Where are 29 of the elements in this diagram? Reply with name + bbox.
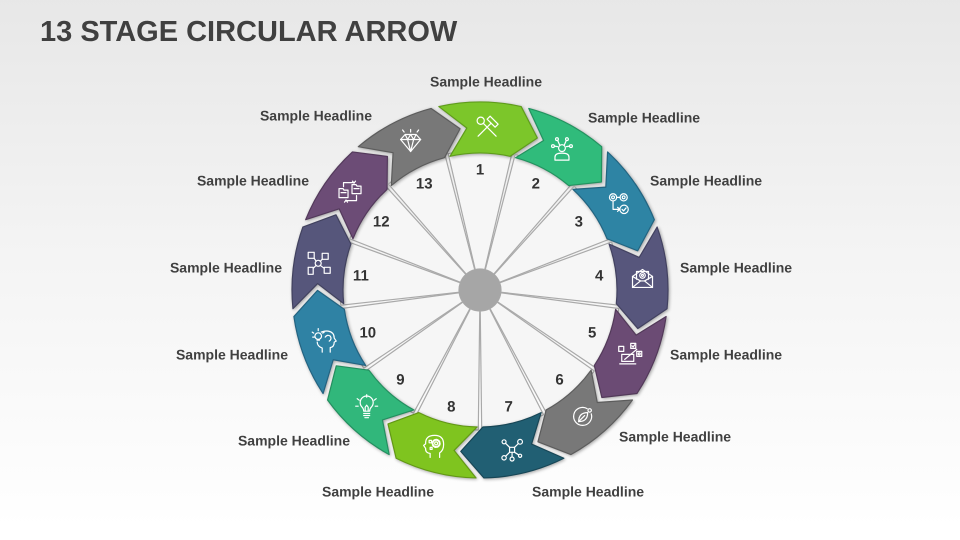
headline: Sample Headline — [430, 74, 542, 90]
stage-number: 1 — [476, 162, 484, 178]
headline: Sample Headline — [238, 432, 350, 450]
headline: Sample Headline — [170, 260, 282, 276]
stage-number: 12 — [372, 214, 390, 230]
stage-number: 11 — [352, 268, 369, 284]
stage-number: 5 — [588, 325, 596, 340]
headline: Sample Headline — [650, 172, 762, 190]
stage-slice — [458, 306, 567, 481]
stage-number: 6 — [555, 372, 564, 388]
stage-number: 10 — [359, 325, 376, 340]
headline: Sample Headline — [588, 110, 700, 126]
title: 13 STAGE CIRCULAR ARROW — [40, 15, 458, 50]
headline: Sample Headline — [176, 346, 288, 364]
stage-number: 3 — [574, 214, 583, 230]
stage-number: 7 — [504, 399, 513, 414]
stage-slice — [385, 306, 483, 481]
stage-number: 2 — [532, 176, 540, 192]
stage-number: 9 — [396, 372, 405, 388]
headline: Sample Headline — [680, 260, 792, 276]
headline: Sample Headline — [260, 108, 372, 124]
stage-number: 8 — [447, 399, 456, 414]
headline: Sample Headline — [619, 428, 732, 446]
stage-number: 13 — [416, 176, 433, 192]
headline: Sample Headline — [670, 346, 782, 364]
headline: Sample Headline — [196, 172, 309, 190]
headline: Sample Headline — [322, 484, 434, 500]
headline: Sample Headline — [532, 484, 644, 500]
stage-number: 4 — [594, 268, 604, 284]
